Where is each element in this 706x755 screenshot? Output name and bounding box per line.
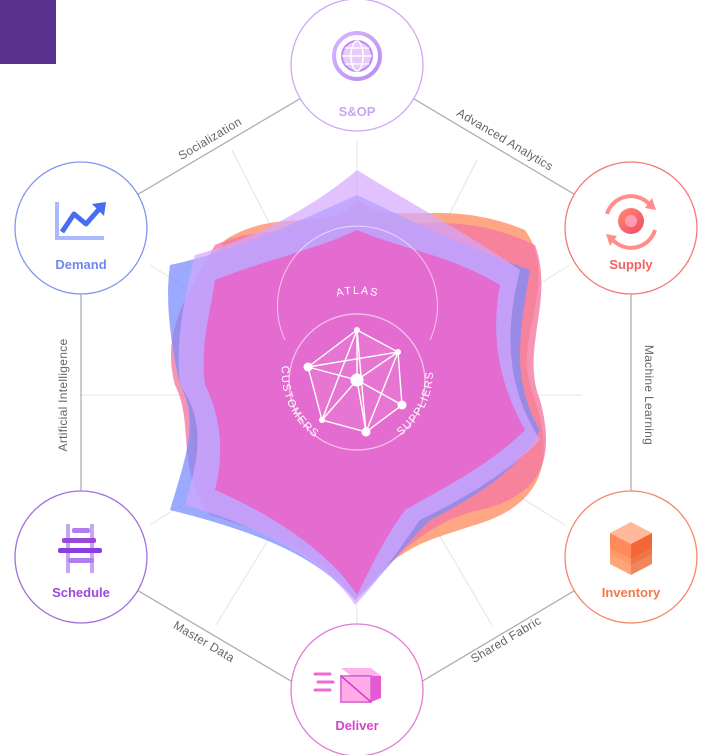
node-label-supply: Supply xyxy=(609,257,653,272)
node-label-inventory: Inventory xyxy=(602,585,661,600)
atlas-label: ATLAS xyxy=(335,285,380,300)
node-supply[interactable]: Supply xyxy=(564,161,698,295)
node-label-deliver: Deliver xyxy=(335,718,378,733)
node-sop[interactable]: S&OP xyxy=(290,0,424,132)
node-deliver[interactable]: Deliver xyxy=(290,623,424,755)
gantt-bars-icon xyxy=(58,524,102,573)
edge-label-machine-learning: Machine Learning xyxy=(642,345,656,445)
moving-box-icon xyxy=(313,668,381,703)
corner-accent xyxy=(0,0,56,64)
node-label-demand: Demand xyxy=(55,257,106,272)
edge-label-artificial-intelligence: Artificial Intelligence xyxy=(56,339,70,452)
globe-icon xyxy=(332,31,382,81)
node-schedule[interactable]: Schedule xyxy=(14,490,148,624)
node-label-sop: S&OP xyxy=(339,104,376,119)
edge-label-advanced-analytics: Advanced Analytics xyxy=(454,106,555,174)
stacked-boxes-icon xyxy=(610,522,652,575)
trend-up-icon xyxy=(55,202,106,240)
edge-label-master-data: Master Data xyxy=(171,618,237,665)
edge-label-shared-fabric: Shared Fabric xyxy=(468,613,543,666)
atlas-outer-ring xyxy=(277,225,438,341)
edge-label-socialization: Socialization xyxy=(176,114,244,162)
node-demand[interactable]: Demand xyxy=(14,161,148,295)
node-label-schedule: Schedule xyxy=(52,585,110,600)
gear-cycle-icon xyxy=(605,194,657,250)
node-inventory[interactable]: Inventory xyxy=(564,490,698,624)
atlas-network-nodes xyxy=(303,327,407,437)
center-blob xyxy=(168,170,547,605)
